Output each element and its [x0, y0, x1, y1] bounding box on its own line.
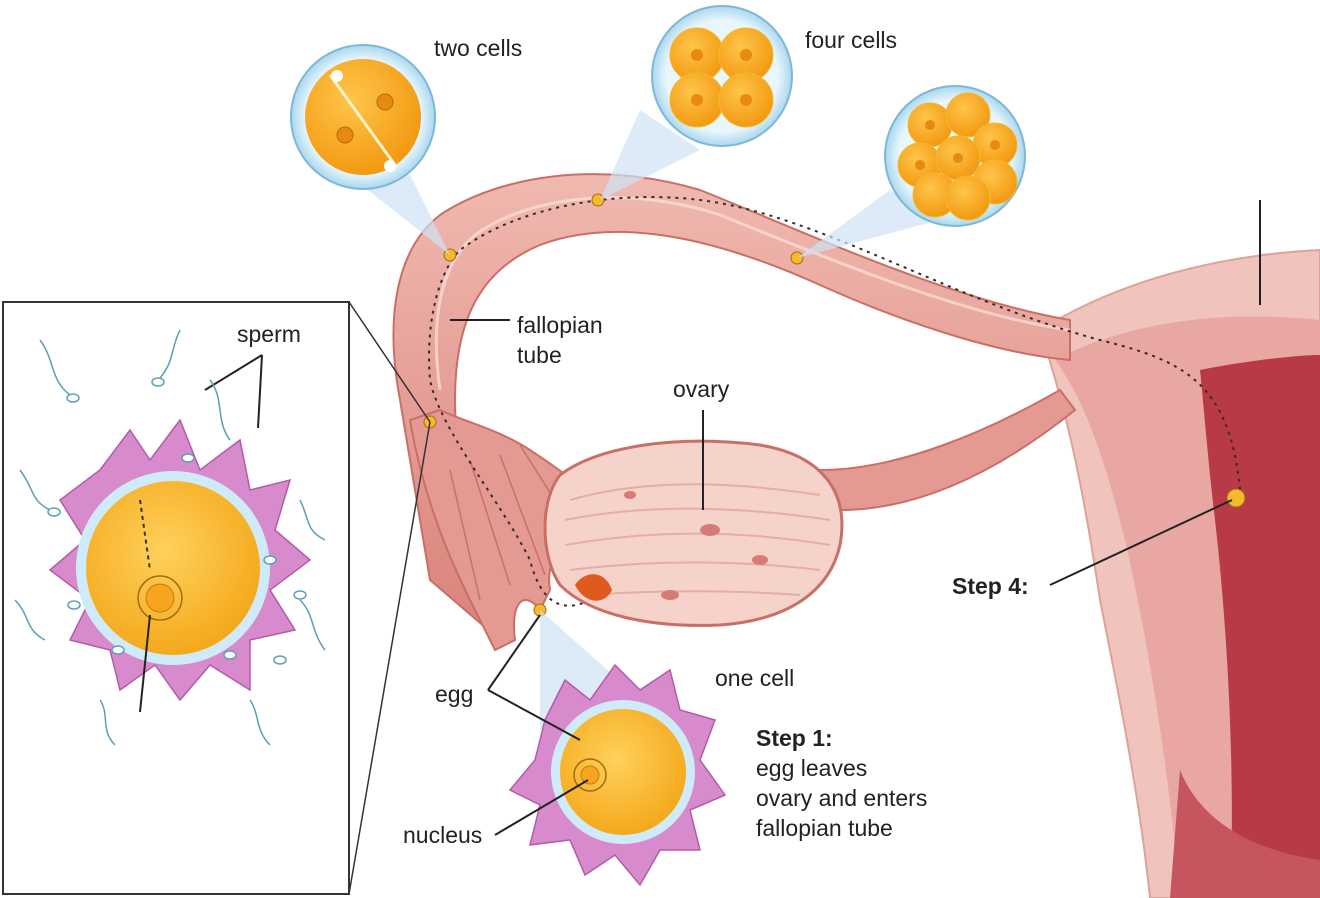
- nucleus-label: nucleus: [403, 822, 483, 848]
- ovary-label: ovary: [673, 376, 730, 402]
- uterus: [1038, 248, 1320, 898]
- two-cells-bubble: [290, 44, 450, 255]
- ovary: [543, 439, 844, 627]
- leader-lines: [450, 200, 1261, 836]
- fallopian-tube-label: fallopian tube: [517, 312, 603, 368]
- step1-title: Step 1:: [756, 725, 833, 751]
- four-cells-bubble: [600, 5, 793, 200]
- sperm-label: sperm: [237, 321, 301, 347]
- step4-title: Step 4:: [952, 573, 1029, 599]
- step1-description: egg leaves ovary and enters fallopian tu…: [756, 755, 928, 841]
- inset-egg: [86, 481, 260, 655]
- fertilization-inset: [2, 301, 431, 895]
- fallopian-tube: [392, 173, 1246, 652]
- two-cells-label: two cells: [434, 35, 523, 61]
- eight-cells-bubble: [797, 85, 1026, 258]
- four-cells-label: four cells: [805, 27, 898, 53]
- egg-path: [428, 196, 1241, 607]
- one-cell-egg: [508, 610, 727, 887]
- one-cell-label: one cell: [715, 665, 795, 691]
- egg-label: egg: [435, 681, 474, 707]
